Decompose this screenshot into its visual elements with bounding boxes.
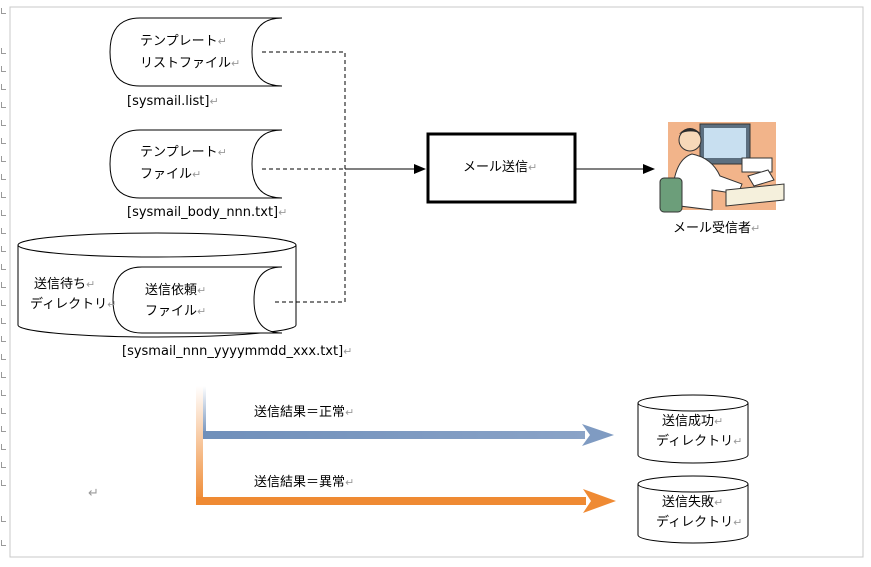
fail-directory-cylinder: [637, 475, 749, 544]
request-file-caption: [sysmail_nnn_yyyymmdd_xxx.txt]↵: [122, 344, 353, 359]
margin-mark: [1, 390, 6, 396]
margin-mark: [1, 480, 6, 486]
margin-mark: [1, 354, 6, 360]
result-ok-label: 送信結果＝正常↵: [254, 405, 355, 420]
success-dir-line1: 送信成功↵: [662, 414, 724, 429]
margin-mark: [1, 192, 6, 198]
margin-mark: [1, 84, 6, 90]
margin-mark: [1, 156, 6, 162]
request-file-line1: 送信依頼↵: [145, 283, 207, 298]
margin-mark: [1, 516, 6, 522]
success-directory-cylinder: [637, 394, 749, 464]
margin-mark: [1, 48, 6, 54]
margin-mark: [1, 66, 6, 72]
template-list-caption: [sysmail.list]↵: [127, 94, 219, 109]
margin-mark: [1, 336, 6, 342]
template-file-caption: [sysmail_body_nnn.txt]↵: [127, 205, 288, 220]
margin-mark: [1, 102, 6, 108]
fail-dir-line2: ディレクトリ↵: [656, 515, 743, 530]
margin-mark: [1, 444, 6, 450]
margin-mark: [1, 120, 6, 126]
queue-dir-line1: 送信待ち↵: [34, 277, 96, 292]
queue-dir-line2: ディレクトリ↵: [30, 297, 117, 312]
result-ng-arrow: [196, 386, 616, 513]
recipient-clipart: [659, 122, 785, 213]
margin-mark: [1, 210, 6, 216]
margin-mark: [1, 264, 6, 270]
arrow-to-send: [345, 164, 426, 174]
page-frame: [9, 6, 864, 558]
template-list-line1: テンプレート↵: [140, 34, 227, 49]
margin-mark: [1, 540, 6, 546]
result-ng-label: 送信結果＝異常↵: [254, 475, 355, 490]
margin-mark: [1, 282, 6, 288]
margin-mark: [1, 372, 6, 378]
request-file-shape: [112, 266, 283, 334]
template-file-line2: ファイル↵: [140, 167, 202, 182]
template-list-line2: リストファイル↵: [140, 56, 241, 71]
margin-mark: [1, 408, 6, 414]
margin-mark: [1, 462, 6, 468]
send-box: [426, 132, 577, 204]
template-file-shape: [109, 129, 283, 199]
template-list-file-shape: [109, 17, 283, 87]
margin-mark: [1, 426, 6, 432]
margin-mark: [1, 318, 6, 324]
request-file-line2: ファイル↵: [145, 304, 207, 319]
margin-mark: [1, 8, 6, 14]
success-dir-line2: ディレクトリ↵: [656, 434, 743, 449]
margin-mark: [1, 246, 6, 252]
paragraph-mark: ↵: [88, 486, 99, 501]
margin-mark: [1, 228, 6, 234]
send-box-label: メール送信↵: [463, 160, 538, 175]
template-file-line1: テンプレート↵: [140, 145, 227, 160]
margin-mark: [1, 174, 6, 180]
margin-mark: [1, 300, 6, 306]
arrow-to-recipient: [576, 164, 655, 174]
recipient-label: メール受信者↵: [673, 221, 761, 236]
fail-dir-line1: 送信失敗↵: [662, 495, 724, 510]
margin-mark: [1, 138, 6, 144]
